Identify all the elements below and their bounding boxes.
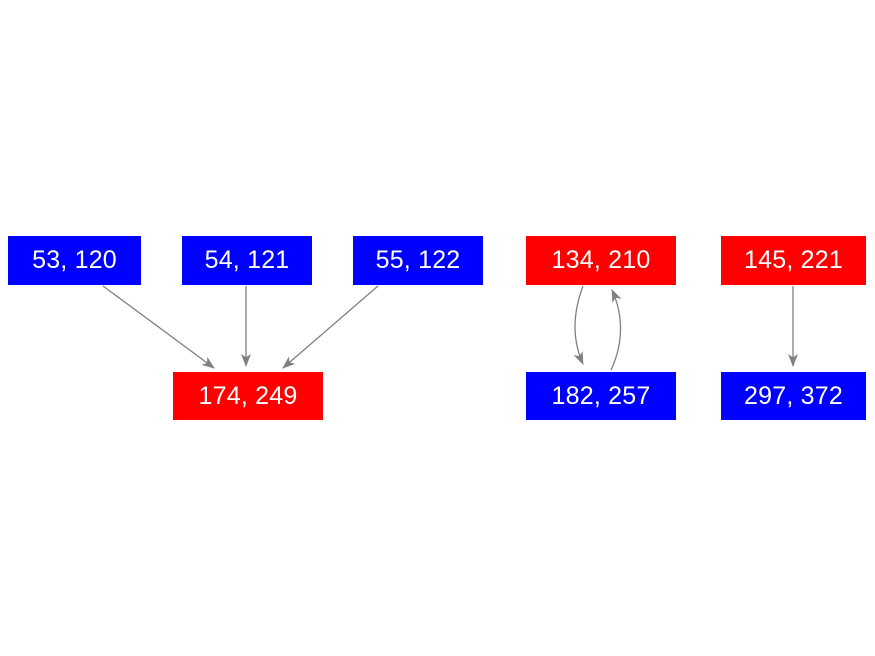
- node-297-372[interactable]: 297, 372: [721, 372, 866, 420]
- node-134-210[interactable]: 134, 210: [526, 236, 676, 285]
- node-label: 55, 122: [375, 246, 461, 274]
- node-label: 54, 121: [204, 246, 290, 274]
- node-label: 174, 249: [198, 381, 298, 410]
- edge-55-to-174: [282, 285, 379, 369]
- node-label: 182, 257: [551, 381, 651, 410]
- node-145-221[interactable]: 145, 221: [721, 236, 866, 285]
- edge-134-to-182: [573, 285, 584, 365]
- node-label: 145, 221: [744, 246, 843, 274]
- node-label: 53, 120: [32, 246, 117, 274]
- node-54-121[interactable]: 54, 121: [182, 236, 312, 285]
- node-label: 297, 372: [744, 381, 843, 410]
- node-53-120[interactable]: 53, 120: [8, 236, 141, 285]
- node-label: 134, 210: [551, 246, 651, 274]
- node-55-122[interactable]: 55, 122: [353, 236, 483, 285]
- edge-182-to-134: [610, 289, 622, 371]
- edge-53-to-174: [102, 285, 215, 369]
- node-182-257[interactable]: 182, 257: [526, 372, 676, 420]
- node-174-249[interactable]: 174, 249: [173, 372, 323, 420]
